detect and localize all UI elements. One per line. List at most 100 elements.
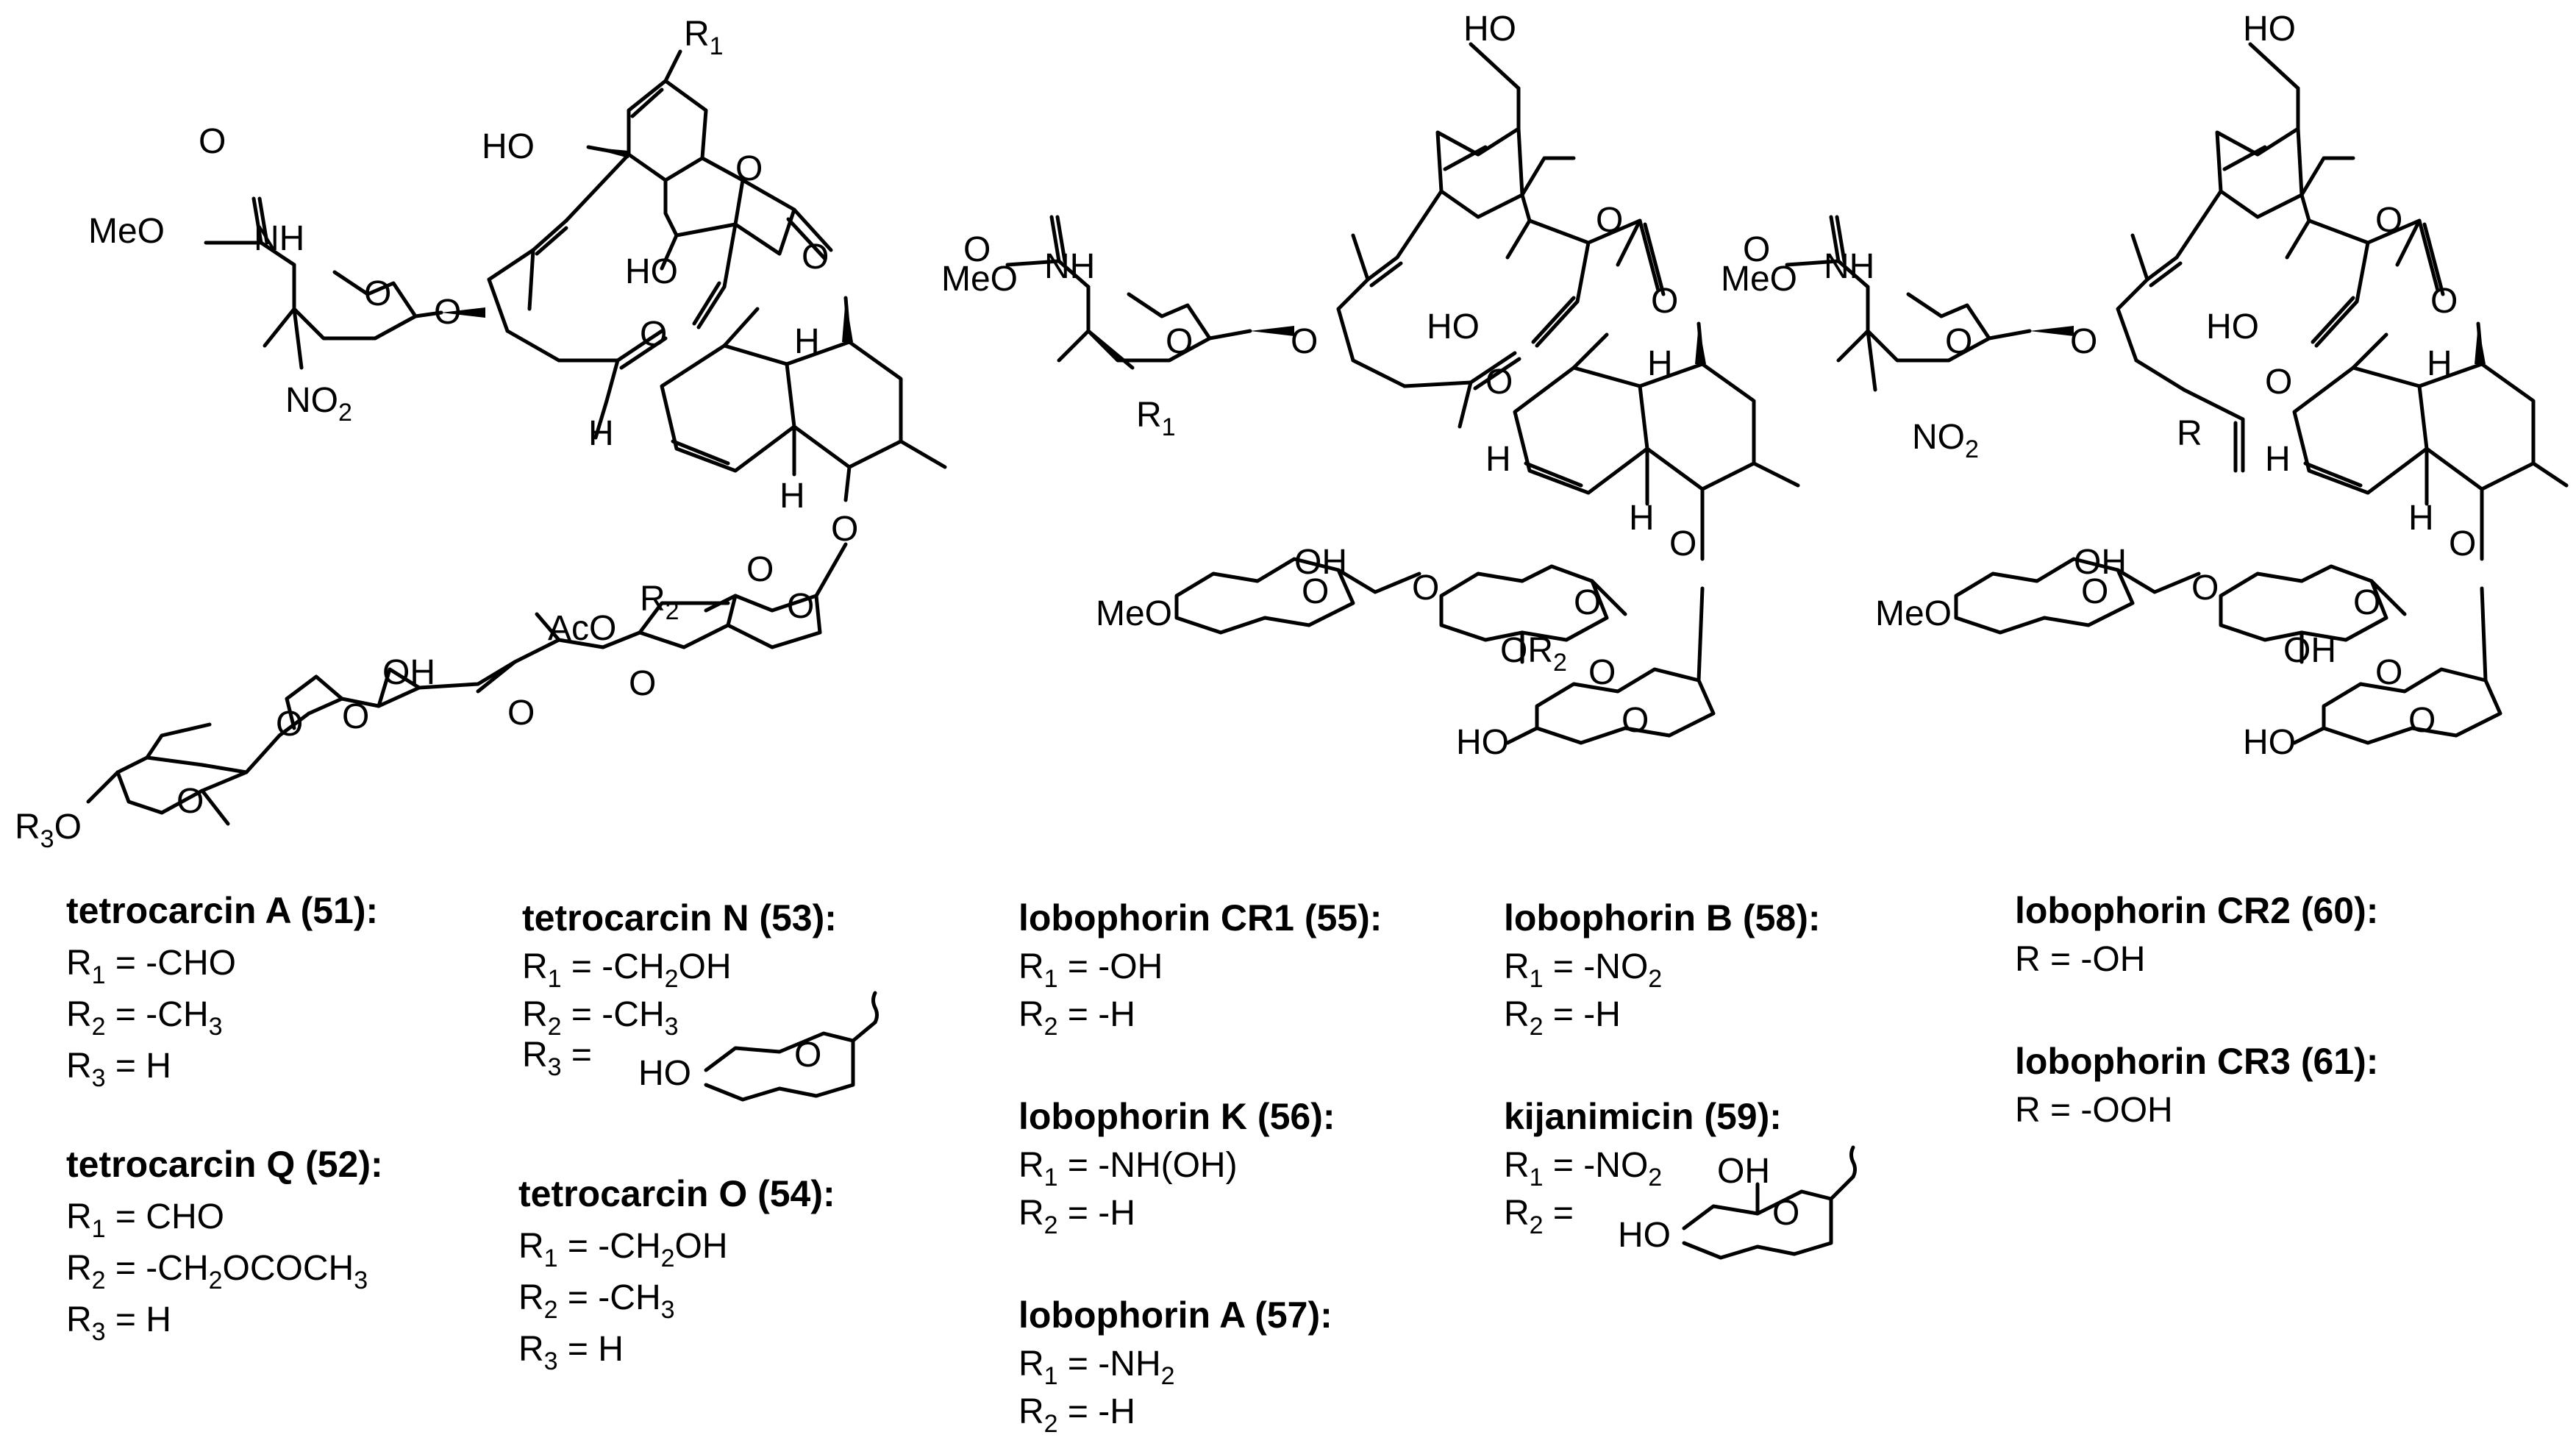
legend-title: tetrocarcin O (54): (518, 1173, 835, 1214)
no2-label: NO2 (1912, 418, 1979, 463)
r2-label: R2 (640, 580, 679, 625)
left-wedges (441, 147, 853, 342)
meo2-label: MeO (1875, 594, 1952, 633)
o-sugar5-label: O (2408, 701, 2436, 740)
legend-lobophorin-cr1: lobophorin CR1 (55): R1 = -OH R2 = -H (1018, 897, 1382, 1041)
o-carbamate-label: O (963, 230, 991, 269)
legend-line: R1 = -NO2 (1504, 947, 1662, 993)
ho2-label: HO (2206, 307, 2259, 346)
o-sugar2-label: O (787, 587, 814, 626)
no2-label: NO2 (285, 381, 352, 427)
left-labels: R1 HO O O O MeO NH O O HO O H H H NO2 O … (15, 15, 858, 853)
r1-label: R1 (1136, 396, 1176, 441)
legend-line: R2 = (1504, 1194, 1574, 1239)
o-sugar2-label: O (2191, 569, 2219, 608)
legend-line: R1 = -NH(OH) (1018, 1146, 1238, 1192)
meo-label: MeO (1721, 260, 1797, 299)
o-keto-label: O (2265, 363, 2292, 402)
legend-line: R2 = -H (1018, 1194, 1135, 1239)
legend-line: R1 = -OH (1018, 947, 1163, 993)
kij-o-label: O (1772, 1194, 1799, 1233)
o-sugar4-label: O (1588, 653, 1616, 692)
legend-title: tetrocarcin A (51): (66, 890, 378, 931)
r3-label: R3O (15, 808, 82, 853)
meo-label: MeO (88, 212, 165, 251)
nh-label: NH (1044, 247, 1095, 286)
legend-line: R2 = -CH3 (522, 995, 679, 1041)
legend-tetrocarcin-a: tetrocarcin A (51): R1 = -CHO R2 = -CH3 … (66, 890, 378, 1092)
o-lactone-carbonyl-label: O (802, 238, 829, 277)
right-labels: HO O MeO NH O O O O HO O H H H NO2 R OH … (1721, 10, 2476, 762)
h2-label: H (588, 414, 614, 453)
ho-top-label: HO (2243, 10, 2296, 49)
or2-label: OR2 (1500, 631, 1567, 677)
o-ring-label: O (364, 274, 391, 313)
o-lactone-carbonyl-label: O (1651, 282, 1678, 321)
o-keto-label: O (640, 315, 667, 354)
legend-kijanimicin: kijanimicin (59): R1 = -NO2 R2 = OH HO O (1504, 1096, 1857, 1260)
legend-line: R2 = -CH3 (66, 995, 223, 1041)
legend: tetrocarcin A (51): R1 = -CHO R2 = -CH3 … (66, 890, 2378, 1438)
legend-title: lobophorin A (57): (1018, 1294, 1332, 1336)
o-ring-label: O (1945, 322, 1972, 361)
o-sugar3-label: O (2353, 583, 2380, 622)
h2-label: H (2265, 440, 2291, 479)
h3-label: H (1629, 499, 1655, 538)
oh-label: OH (1294, 543, 1347, 582)
legend-line: R1 = CHO (66, 1197, 224, 1243)
o-glycoside-label: O (831, 510, 858, 549)
legend-line: R2 = -CH2OCOCH3 (66, 1249, 368, 1294)
legend-line: R1 = -NO2 (1504, 1146, 1662, 1192)
legend-line: R = -OOH (2015, 1091, 2173, 1130)
legend-lobophorin-cr3: lobophorin CR3 (61): R = -OOH (2015, 1041, 2378, 1130)
legend-title: kijanimicin (59): (1504, 1096, 1782, 1137)
kij-oh-label: OH (1717, 1152, 1770, 1191)
legend-tetrocarcin-n: tetrocarcin N (53): R1 = -CH2OH R2 = -CH… (522, 897, 879, 1102)
ho3-label: HO (2243, 723, 2296, 762)
h2-label: H (1485, 440, 1511, 479)
ho-label: HO (482, 127, 535, 166)
ho2-label: HO (1427, 307, 1480, 346)
right-bonds (1785, 42, 2569, 745)
o-sugar4-label: O (2375, 653, 2402, 692)
o-sugar1-label: O (746, 550, 774, 589)
legend-title: lobophorin B (58): (1504, 897, 1821, 939)
o-sugar3-label: O (1574, 583, 1601, 622)
legend-line: R1 = -NH2 (1018, 1345, 1175, 1390)
tetn-ho-label: HO (638, 1054, 691, 1093)
o-link-label: O (2070, 322, 2097, 361)
legend-tetrocarcin-o: tetrocarcin O (54): R1 = -CH2OH R2 = -CH… (518, 1173, 835, 1375)
structure-lobophorin: HO O MeO NH O O O O HO O H H H R1 OH MeO… (941, 10, 1800, 762)
o-lactone-label: O (2375, 201, 2402, 240)
h1-label: H (794, 322, 820, 361)
tetn-o-label: O (794, 1036, 821, 1075)
legend-line: R3 = H (66, 1047, 171, 1092)
aco-label: AcO (548, 609, 616, 648)
legend-title: tetrocarcin N (53): (522, 897, 837, 939)
o-sugar5-label: O (1621, 701, 1649, 740)
legend-lobophorin-k: lobophorin K (56): R1 = -NH(OH) R2 = -H (1018, 1096, 1335, 1239)
legend-line: R1 = -CHO (66, 944, 236, 989)
ho-top-label: HO (1463, 10, 1516, 49)
legend-line: R2 = -H (1018, 1392, 1135, 1438)
middle-wedges (1250, 324, 1706, 364)
o-carbamate-label: O (199, 122, 226, 161)
right-wedges (2030, 324, 2486, 364)
legend-title: lobophorin CR2 (60): (2015, 890, 2378, 931)
o-lactone-carbonyl-label: O (2430, 282, 2458, 321)
structure-tetrocarcin: R1 HO O O O MeO NH O O HO O H H H NO2 O … (15, 15, 947, 853)
o-glycoside-label: O (1669, 524, 1696, 563)
o-carbamate-label: O (1743, 230, 1770, 269)
legend-lobophorin-cr2: lobophorin CR2 (60): R = -OH (2015, 890, 2378, 979)
legend-tetrocarcin-q: tetrocarcin Q (52): R1 = CHO R2 = -CH2OC… (66, 1144, 383, 1346)
structure-lobophorin-cr: HO O MeO NH O O O O HO O H H H NO2 R OH … (1721, 10, 2569, 762)
o-sugar1-label: O (1302, 572, 1329, 611)
o-sugar5-label: O (276, 705, 303, 744)
o-sugar3-label: O (507, 694, 535, 733)
o-sugar8-label: O (176, 782, 204, 821)
oh-label: OH (2074, 543, 2127, 582)
o-sugar2-label: O (1412, 569, 1439, 608)
left-bonds (86, 49, 947, 826)
o-sugar6-label: O (342, 697, 369, 736)
